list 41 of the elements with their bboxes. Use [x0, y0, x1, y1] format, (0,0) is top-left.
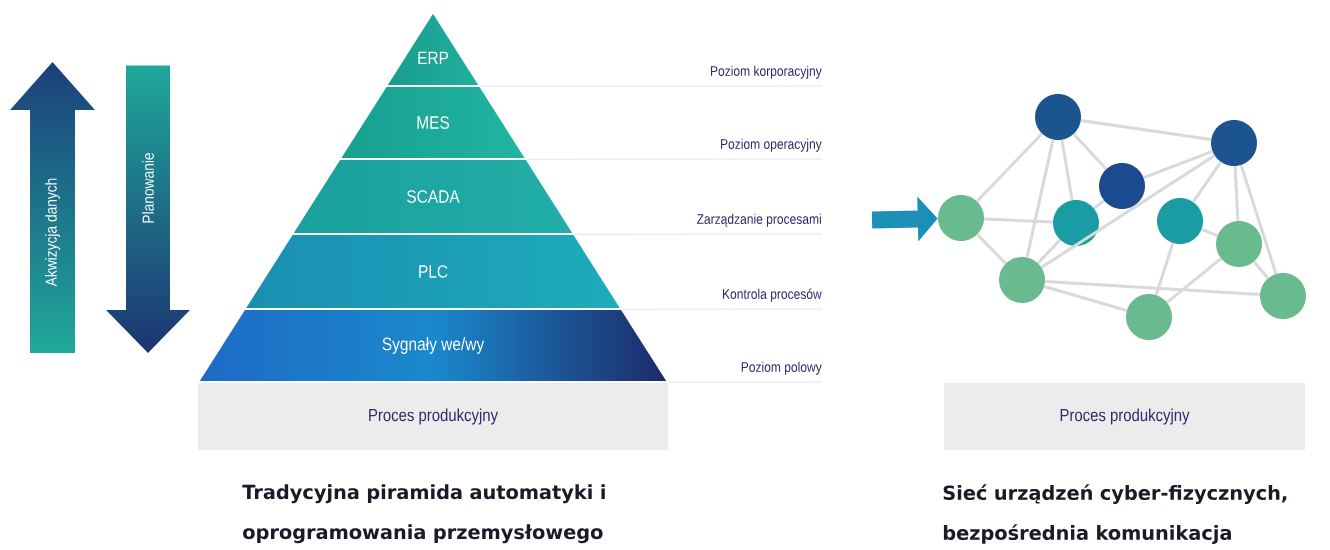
connector-line: [1080, 118, 1212, 142]
network-node: [999, 257, 1045, 303]
connector-line: [1036, 238, 1062, 265]
connector-line: [1143, 149, 1213, 180]
caption: Tradycyjna piramida automatyki i oprogramowania przemysłowego: [242, 484, 605, 544]
network-node: [1216, 221, 1262, 267]
level-label: Poziom operacyjny: [721, 138, 822, 152]
network-node: [1260, 273, 1306, 319]
connector-line: [1252, 260, 1270, 280]
network-node: [1099, 163, 1145, 209]
connector-line: [1166, 257, 1222, 304]
connector-line: [1154, 242, 1175, 296]
network-node: [1053, 200, 1099, 246]
network-node: [1035, 94, 1081, 140]
connector-line: [976, 132, 1043, 203]
connector-line: [1239, 164, 1278, 275]
level-label: Kontrola procesów: [723, 288, 822, 302]
level-label: Zarządzanie procesami: [697, 213, 821, 227]
network-node: [1126, 294, 1172, 340]
connector-line: [1040, 154, 1216, 269]
caption: Sieć urządzeń cyber-fizycznych, bezpośrednia komunikacja: [943, 484, 1287, 544]
block-arrow: Planowanie: [142, 153, 154, 223]
connector-line: [1072, 133, 1108, 170]
connector-line: [1025, 139, 1055, 258]
connector-line: [1093, 199, 1105, 210]
connector-line: [1045, 279, 1260, 297]
connector-line: [1192, 161, 1222, 203]
level-label: Poziom korporacyjny: [711, 65, 822, 79]
network-node: [1157, 198, 1203, 244]
connector-line: [976, 233, 1007, 265]
process-box: Proces produkcyjny: [944, 383, 1305, 450]
connector-line: [1060, 139, 1074, 201]
process-box: Proces produkcyjny: [198, 383, 668, 450]
connector-line: [1043, 285, 1128, 312]
network-node: [938, 195, 984, 241]
level-label: Poziom polowy: [741, 361, 822, 375]
network-node: [1211, 120, 1257, 166]
connector-line: [1233, 166, 1240, 221]
block-arrow: Akwizycja danych: [45, 178, 60, 287]
connector-line: [1201, 228, 1218, 237]
connector-line: [984, 217, 1053, 224]
